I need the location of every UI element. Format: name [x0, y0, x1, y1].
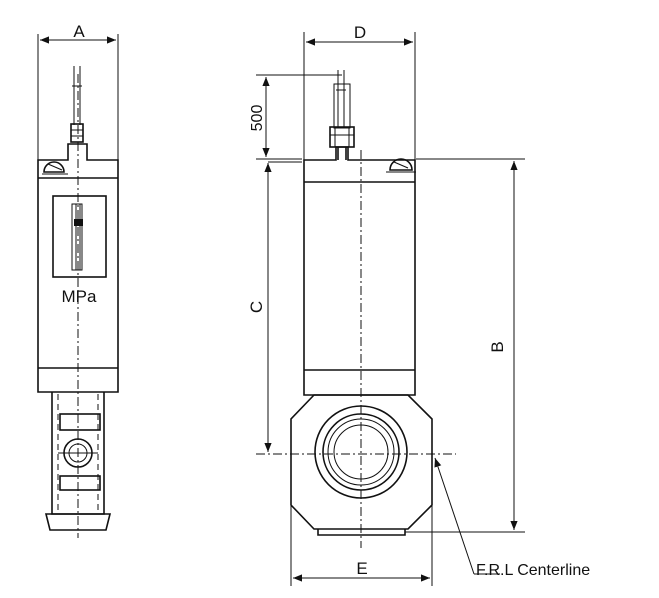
dimension-c-label: C: [247, 301, 266, 313]
centerline-callout: F.R.L Centerline: [434, 457, 590, 579]
dimension-a-label: A: [73, 22, 85, 41]
front-body-outline: [303, 146, 416, 396]
dimension-e: E: [290, 506, 433, 586]
centerline-note: F.R.L Centerline: [476, 562, 590, 579]
gauge-unit-label: MPa: [62, 287, 98, 306]
dimension-b-label: B: [488, 341, 507, 352]
side-view: A MPa: [37, 22, 119, 538]
side-screw-icon: [42, 161, 68, 175]
dimension-d-label: D: [354, 23, 366, 42]
pressure-gauge: MPa: [52, 195, 107, 306]
side-body-outline: [37, 143, 119, 393]
front-screw-icon: [386, 158, 416, 173]
dimension-d: D: [303, 23, 416, 160]
dimension-lead-length-label: 500: [249, 105, 266, 132]
dimension-e-label: E: [356, 559, 367, 578]
dimension-a: A: [37, 22, 119, 160]
front-view: D 500: [247, 23, 590, 586]
dimension-lead-length: 500: [249, 74, 342, 160]
dimension-b: B: [405, 158, 525, 533]
cable-lead: [70, 66, 84, 143]
dimension-c: C: [247, 161, 302, 452]
